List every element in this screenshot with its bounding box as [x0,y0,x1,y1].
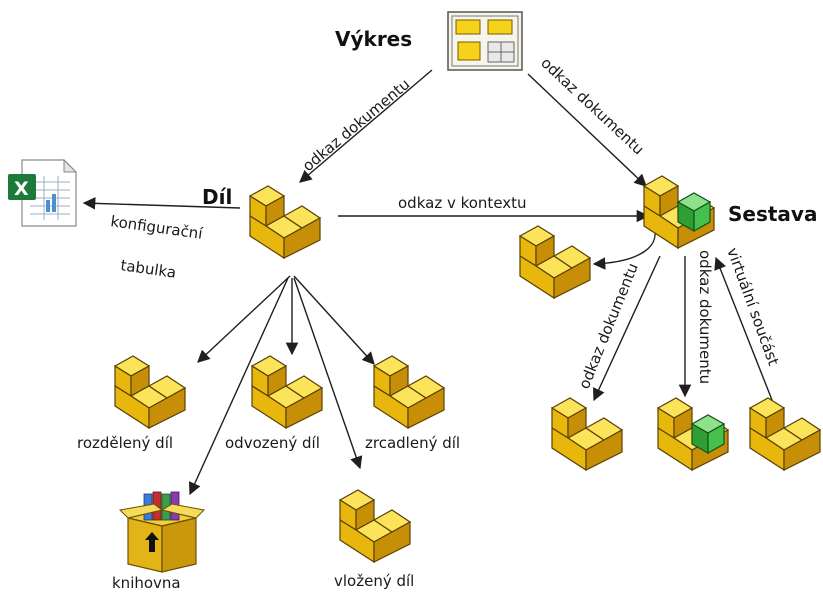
label-knihovna: knihovna [112,574,181,592]
node-odvozeny[interactable]: odvozený díl [225,355,323,452]
label-zrcadleny: zrcadlený díl [365,434,460,452]
node-vykres[interactable]: Výkres [335,11,523,71]
title-sestava: Sestava [728,202,817,226]
node-context-part[interactable] [519,225,591,299]
drawing-icon [447,11,523,71]
label-rozdeleny: rozdělený díl [77,434,173,452]
label-vykres-dil: odkaz dokumentu [299,75,413,175]
node-rozdeleny[interactable]: rozdělený díl [77,355,186,452]
node-zrcadleny[interactable]: zrcadlený díl [365,355,460,452]
node-asm-part[interactable] [551,397,623,471]
edge-sestava-virtual [714,256,773,401]
node-knihovna[interactable]: knihovna [112,491,206,592]
excel-table-icon: X [8,158,78,227]
label-tabulka-2: tabulka [119,256,177,282]
edge-sestava-part [592,255,661,402]
part-icon [339,489,411,563]
svg-text:X: X [14,178,29,200]
part-icon [373,355,445,429]
part-icon [551,397,623,471]
assembly-icon [658,398,728,470]
part-icon [114,355,186,429]
node-vlozeny[interactable]: vložený díl [334,489,414,590]
label-dil-sestava: odkaz v kontextu [398,194,527,212]
node-asm-subassembly[interactable] [658,398,728,470]
label-odvozeny: odvozený díl [225,434,320,452]
edge-dil-rozdeleny [197,275,291,363]
node-sestava[interactable]: Sestava [644,176,817,248]
node-asm-virtual[interactable] [749,397,821,471]
edge-dil-knihovna [188,277,289,496]
edge-dil-tabulka [82,197,241,210]
edge-vykres-sestava [527,73,647,187]
edge-dil-zrcadleny [293,275,375,365]
part-icon [519,225,591,299]
edge-vykres-dil [299,69,433,183]
title-dil: Díl [202,185,232,209]
label-sestava-virtual: virtuální součást [723,245,782,368]
part-icon [249,185,321,259]
label-sestava-sub: odkaz dokumentu [696,250,714,384]
label-tabulka-1: konfigurační [109,212,204,243]
edge-sestava-context [592,221,656,270]
label-vykres-sestava: odkaz dokumentu [537,54,647,159]
part-icon [251,355,323,429]
node-dil[interactable]: Díl [202,185,321,259]
library-box-icon [118,491,206,573]
title-vykres: Výkres [335,27,412,51]
part-icon [749,397,821,471]
edge-dil-vlozeny [293,277,363,470]
node-excel[interactable]: X [8,158,78,227]
label-vlozeny: vložený díl [334,572,414,590]
